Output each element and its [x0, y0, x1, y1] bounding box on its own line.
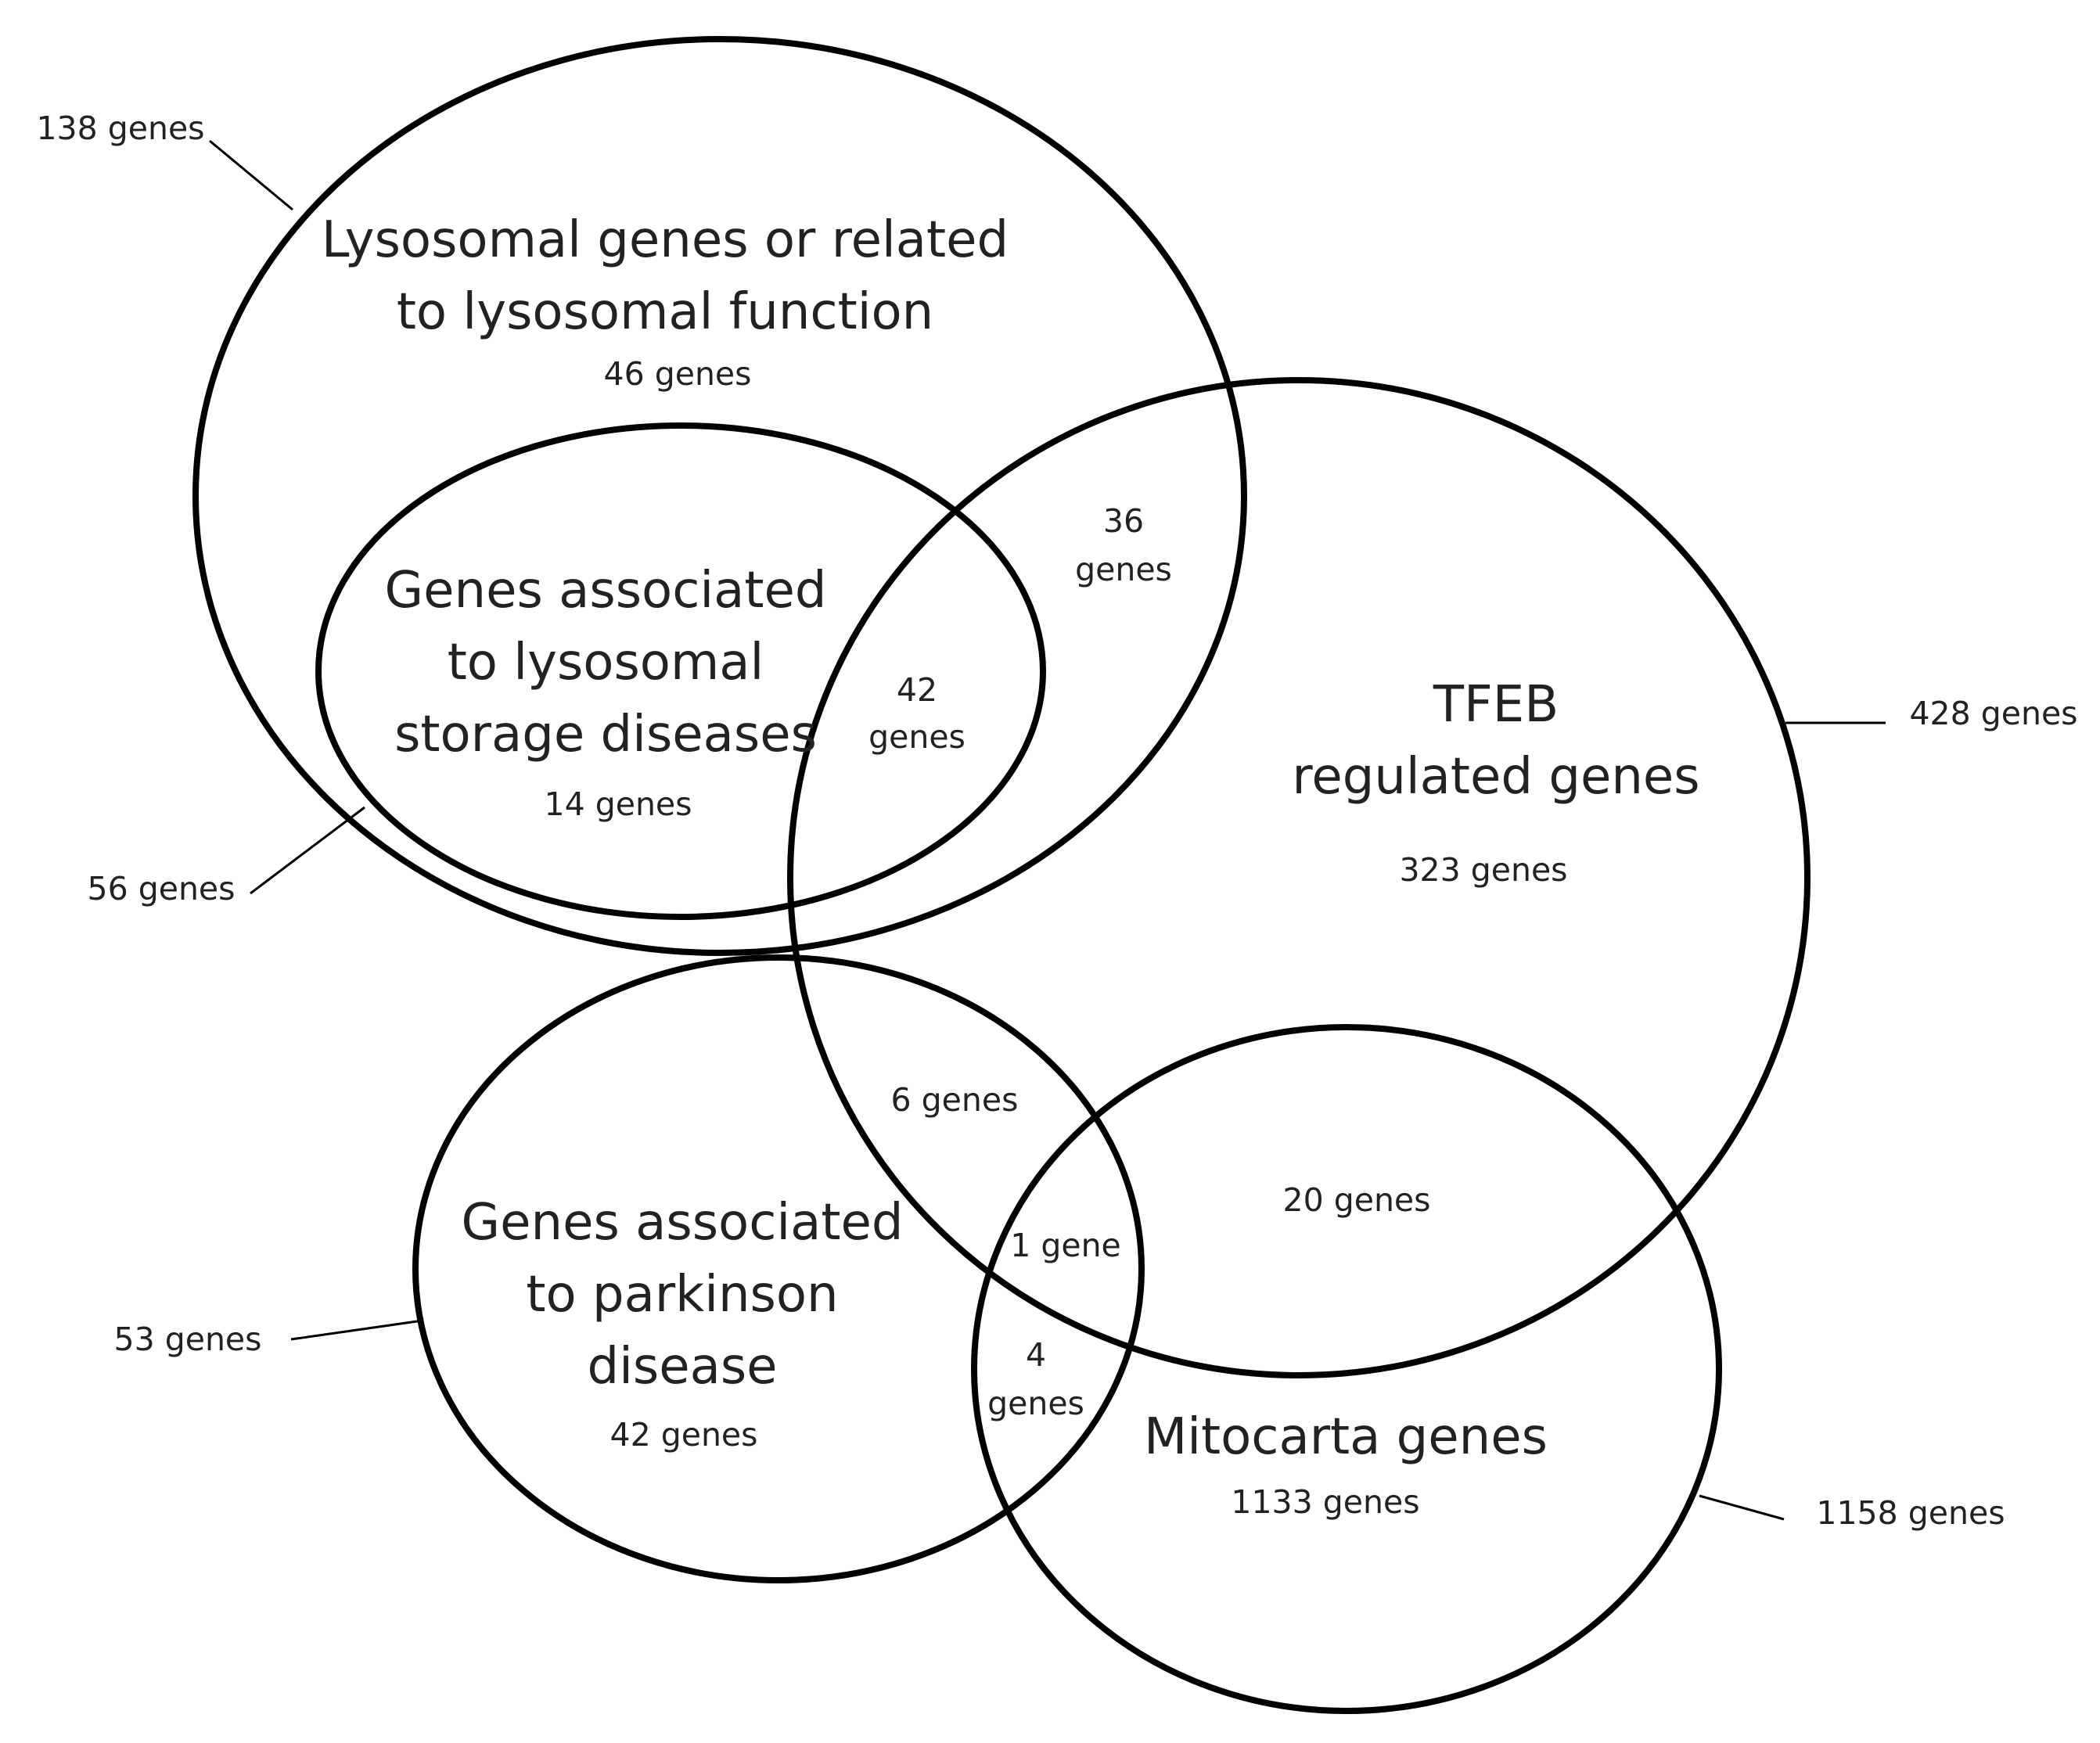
parkinson-label-line2: to parkinson [526, 1266, 838, 1324]
lysosomal-total-count: 138 genes [36, 110, 204, 147]
mitocarta-label-line1: Mitocarta genes [1144, 1408, 1548, 1466]
tfeb-label-line2: regulated genes [1292, 748, 1699, 806]
lsd-set-ellipse [315, 422, 1046, 920]
parkinson-unique-count: 42 genes [610, 1416, 757, 1454]
mitocarta-set-ellipse [971, 1024, 1722, 1714]
tfeb-label-line1: TFEB [1433, 676, 1559, 734]
parkinson-mitocarta-count-line1: 4 [1026, 1336, 1046, 1374]
lysosomal-label-line1: Lysosomal genes or related [322, 211, 1009, 269]
parkinson-set-ellipse [412, 954, 1145, 1583]
lysosomal-label-line2: to lysosomal function [397, 283, 933, 341]
parkinson-label-line1: Genes associated [462, 1194, 904, 1252]
lysosomal-tfeb-count-line1: 36 [1103, 502, 1144, 540]
tfeb-parkinson-count: 6 genes [891, 1081, 1019, 1119]
lsd-unique-count: 14 genes [544, 785, 692, 823]
tfeb-set-ellipse [787, 377, 1811, 1378]
mitocarta-total-leader [1699, 1494, 1785, 1521]
tfeb-total-count: 428 genes [1909, 695, 2077, 732]
lsd-total-count: 56 genes [87, 870, 235, 907]
parkinson-mitocarta-count-line2: genes [987, 1385, 1084, 1422]
tfeb-unique-count: 323 genes [1399, 851, 1567, 889]
lsd-tfeb-count-line1: 42 [897, 671, 937, 709]
tfeb-parkinson-mitocarta-count: 1 gene [1010, 1227, 1121, 1264]
lsd-label-line1: Genes associated [385, 562, 827, 620]
mitocarta-total-count: 1158 genes [1816, 1494, 2005, 1532]
lysosomal-tfeb-count-line2: genes [1075, 551, 1172, 588]
lsd-total-leader [250, 806, 365, 895]
lysosomal-set-ellipse [192, 36, 1247, 956]
lysosomal-total-leader [209, 139, 293, 211]
parkinson-total-count: 53 genes [113, 1321, 261, 1358]
mitocarta-unique-count: 1133 genes [1231, 1483, 1419, 1521]
lysosomal-unique-count: 46 genes [603, 355, 751, 393]
parkinson-total-leader [290, 1319, 423, 1341]
tfeb-mitocarta-count: 20 genes [1282, 1181, 1430, 1219]
lsd-label-line2: to lysosomal [448, 634, 764, 692]
lsd-tfeb-count-line2: genes [868, 718, 965, 756]
lsd-label-line3: storage diseases [394, 706, 817, 764]
parkinson-label-line3: disease [587, 1338, 777, 1396]
